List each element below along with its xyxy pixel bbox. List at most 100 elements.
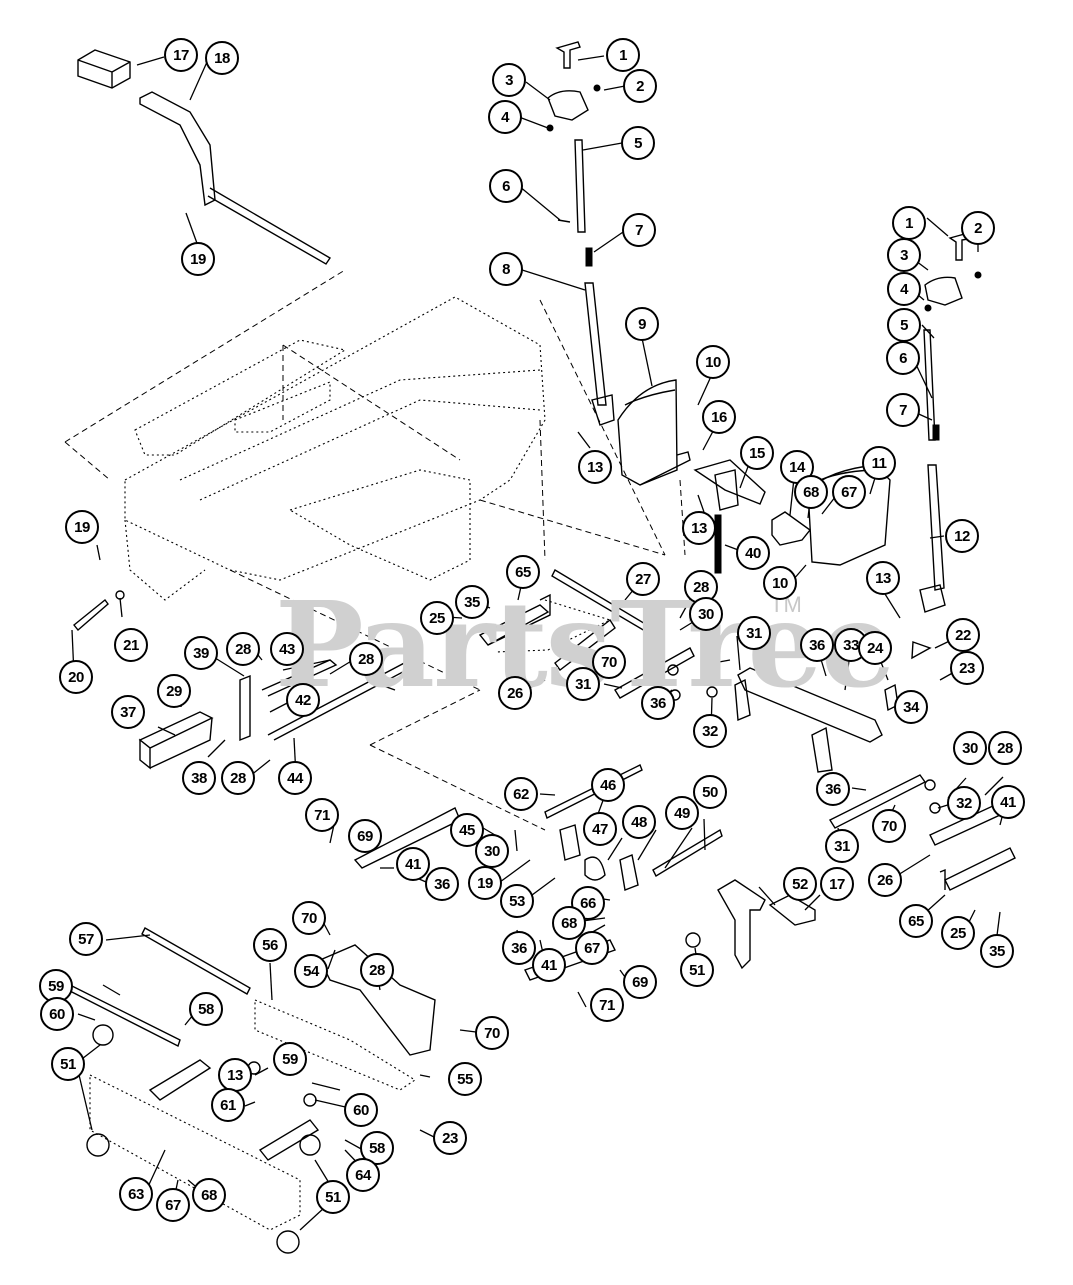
callout-23[interactable]: 23 <box>433 1121 467 1155</box>
callout-46[interactable]: 46 <box>591 768 625 802</box>
callout-20[interactable]: 20 <box>59 660 93 694</box>
callout-1[interactable]: 1 <box>606 38 640 72</box>
callout-61[interactable]: 61 <box>211 1088 245 1122</box>
callout-36[interactable]: 36 <box>425 867 459 901</box>
callout-18[interactable]: 18 <box>205 41 239 75</box>
callout-48[interactable]: 48 <box>622 805 656 839</box>
callout-65[interactable]: 65 <box>506 555 540 589</box>
callout-17[interactable]: 17 <box>164 38 198 72</box>
callout-27[interactable]: 27 <box>626 562 660 596</box>
callout-32[interactable]: 32 <box>693 714 727 748</box>
callout-41[interactable]: 41 <box>991 785 1025 819</box>
callout-59[interactable]: 59 <box>273 1042 307 1076</box>
callout-19[interactable]: 19 <box>65 510 99 544</box>
callout-32[interactable]: 32 <box>947 786 981 820</box>
callout-54[interactable]: 54 <box>294 954 328 988</box>
callout-26[interactable]: 26 <box>868 863 902 897</box>
callout-28[interactable]: 28 <box>226 632 260 666</box>
callout-23[interactable]: 23 <box>950 651 984 685</box>
callout-42[interactable]: 42 <box>286 683 320 717</box>
callout-3[interactable]: 3 <box>492 63 526 97</box>
callout-4[interactable]: 4 <box>887 272 921 306</box>
callout-70[interactable]: 70 <box>292 901 326 935</box>
callout-16[interactable]: 16 <box>702 400 736 434</box>
callout-13[interactable]: 13 <box>578 450 612 484</box>
callout-7[interactable]: 7 <box>886 393 920 427</box>
callout-25[interactable]: 25 <box>420 601 454 635</box>
callout-38[interactable]: 38 <box>182 761 216 795</box>
callout-71[interactable]: 71 <box>590 988 624 1022</box>
callout-60[interactable]: 60 <box>40 997 74 1031</box>
callout-69[interactable]: 69 <box>348 819 382 853</box>
callout-21[interactable]: 21 <box>114 628 148 662</box>
callout-7[interactable]: 7 <box>622 213 656 247</box>
callout-70[interactable]: 70 <box>475 1016 509 1050</box>
callout-57[interactable]: 57 <box>69 922 103 956</box>
callout-67[interactable]: 67 <box>575 931 609 965</box>
callout-17[interactable]: 17 <box>820 867 854 901</box>
callout-62[interactable]: 62 <box>504 777 538 811</box>
callout-3[interactable]: 3 <box>887 238 921 272</box>
callout-41[interactable]: 41 <box>396 847 430 881</box>
callout-51[interactable]: 51 <box>680 953 714 987</box>
callout-44[interactable]: 44 <box>278 761 312 795</box>
callout-8[interactable]: 8 <box>489 252 523 286</box>
callout-9[interactable]: 9 <box>625 307 659 341</box>
callout-1[interactable]: 1 <box>892 206 926 240</box>
callout-13[interactable]: 13 <box>682 511 716 545</box>
callout-25[interactable]: 25 <box>941 916 975 950</box>
callout-28[interactable]: 28 <box>988 731 1022 765</box>
callout-58[interactable]: 58 <box>189 992 223 1026</box>
callout-28[interactable]: 28 <box>349 642 383 676</box>
callout-68[interactable]: 68 <box>192 1178 226 1212</box>
callout-47[interactable]: 47 <box>583 812 617 846</box>
callout-71[interactable]: 71 <box>305 798 339 832</box>
callout-4[interactable]: 4 <box>488 100 522 134</box>
callout-35[interactable]: 35 <box>980 934 1014 968</box>
callout-30[interactable]: 30 <box>475 834 509 868</box>
callout-69[interactable]: 69 <box>623 965 657 999</box>
callout-70[interactable]: 70 <box>872 809 906 843</box>
callout-5[interactable]: 5 <box>621 126 655 160</box>
callout-36[interactable]: 36 <box>800 628 834 662</box>
callout-31[interactable]: 31 <box>737 616 771 650</box>
callout-13[interactable]: 13 <box>218 1058 252 1092</box>
callout-5[interactable]: 5 <box>887 308 921 342</box>
callout-67[interactable]: 67 <box>156 1188 190 1222</box>
callout-12[interactable]: 12 <box>945 519 979 553</box>
callout-68[interactable]: 68 <box>794 475 828 509</box>
callout-36[interactable]: 36 <box>816 772 850 806</box>
callout-52[interactable]: 52 <box>783 867 817 901</box>
callout-55[interactable]: 55 <box>448 1062 482 1096</box>
callout-51[interactable]: 51 <box>51 1047 85 1081</box>
callout-31[interactable]: 31 <box>825 829 859 863</box>
callout-28[interactable]: 28 <box>221 761 255 795</box>
callout-50[interactable]: 50 <box>693 775 727 809</box>
callout-10[interactable]: 10 <box>763 566 797 600</box>
callout-65[interactable]: 65 <box>899 904 933 938</box>
callout-31[interactable]: 31 <box>566 667 600 701</box>
callout-36[interactable]: 36 <box>502 931 536 965</box>
callout-67[interactable]: 67 <box>832 475 866 509</box>
callout-26[interactable]: 26 <box>498 676 532 710</box>
callout-64[interactable]: 64 <box>346 1158 380 1192</box>
callout-40[interactable]: 40 <box>736 536 770 570</box>
callout-15[interactable]: 15 <box>740 436 774 470</box>
callout-13[interactable]: 13 <box>866 561 900 595</box>
callout-36[interactable]: 36 <box>641 686 675 720</box>
callout-30[interactable]: 30 <box>953 731 987 765</box>
callout-35[interactable]: 35 <box>455 585 489 619</box>
callout-2[interactable]: 2 <box>623 69 657 103</box>
callout-45[interactable]: 45 <box>450 813 484 847</box>
callout-30[interactable]: 30 <box>689 597 723 631</box>
callout-49[interactable]: 49 <box>665 796 699 830</box>
callout-37[interactable]: 37 <box>111 695 145 729</box>
callout-60[interactable]: 60 <box>344 1093 378 1127</box>
callout-56[interactable]: 56 <box>253 928 287 962</box>
callout-24[interactable]: 24 <box>858 631 892 665</box>
callout-70[interactable]: 70 <box>592 645 626 679</box>
callout-6[interactable]: 6 <box>886 341 920 375</box>
callout-53[interactable]: 53 <box>500 884 534 918</box>
callout-6[interactable]: 6 <box>489 169 523 203</box>
callout-22[interactable]: 22 <box>946 618 980 652</box>
